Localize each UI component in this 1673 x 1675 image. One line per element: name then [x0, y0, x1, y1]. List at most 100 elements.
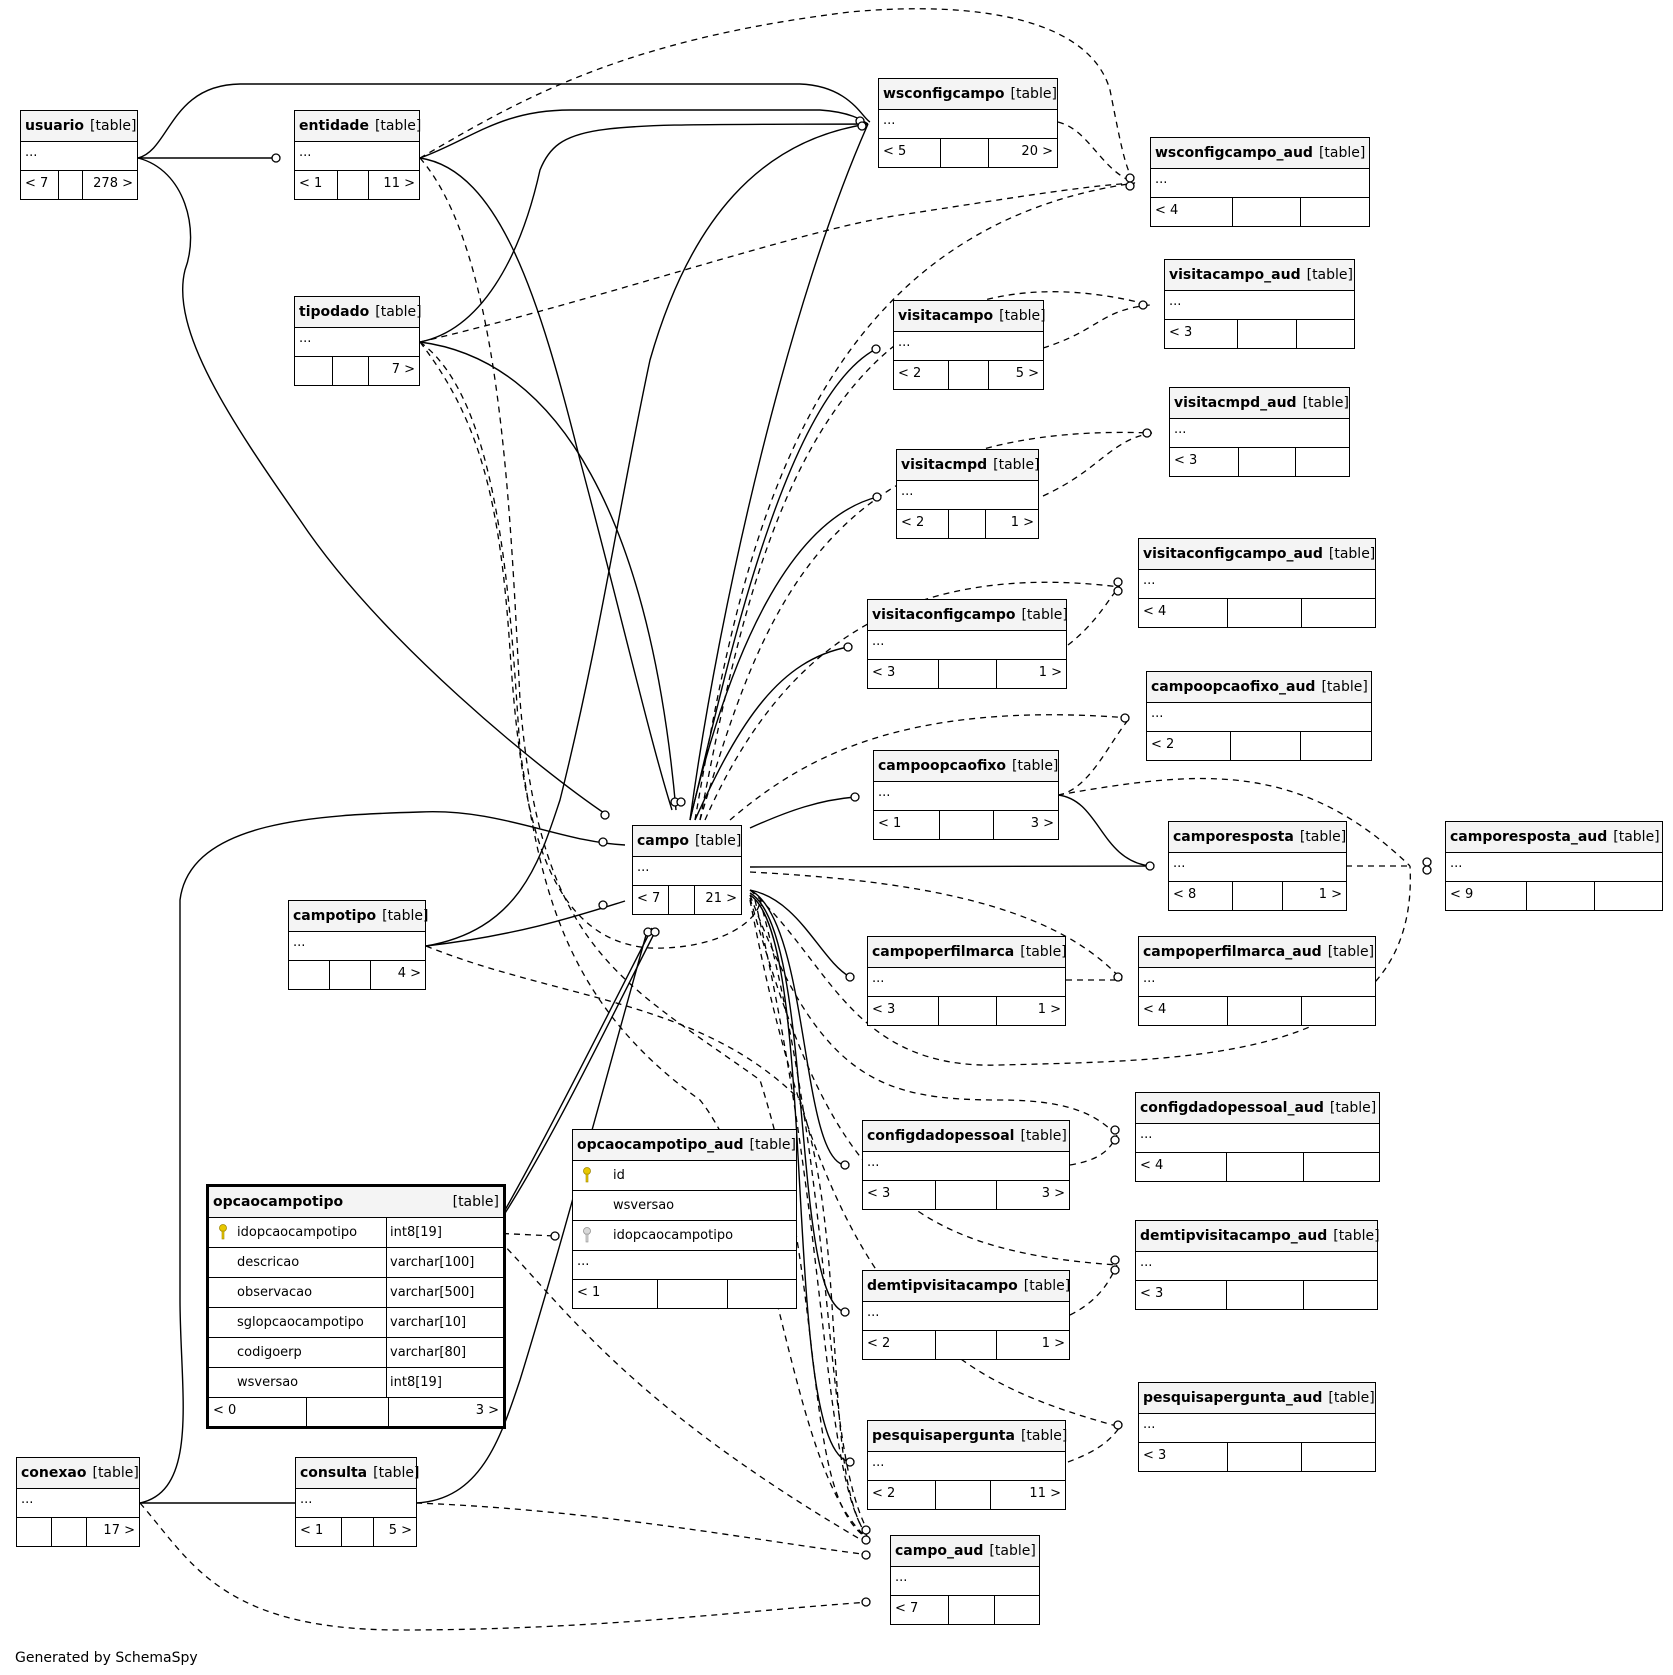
- parents-count[interactable]: < 4: [1136, 1153, 1227, 1181]
- children-count[interactable]: 11 >: [1029, 1486, 1061, 1501]
- parents-count[interactable]: < 7: [891, 1596, 949, 1624]
- table-wsconfigcampo-aud[interactable]: wsconfigcampo_aud[table] ... < 4: [1150, 137, 1370, 227]
- children-count[interactable]: 5 >: [388, 1523, 412, 1538]
- children-count[interactable]: [995, 1596, 1039, 1624]
- table-opcaocampotipo[interactable]: opcaocampotipo[table] idopcaocampotipo i…: [206, 1184, 506, 1429]
- column-row[interactable]: observacao varchar[500]: [209, 1278, 503, 1308]
- parents-count[interactable]: < 0: [209, 1398, 307, 1426]
- children-count[interactable]: 3 >: [475, 1403, 499, 1418]
- parents-count[interactable]: < 5: [879, 139, 941, 167]
- parents-count[interactable]: < 3: [1170, 448, 1239, 476]
- parents-count[interactable]: < 2: [1147, 732, 1231, 760]
- parents-count[interactable]: < 9: [1446, 882, 1527, 910]
- children-count[interactable]: 1 >: [1037, 1002, 1061, 1017]
- column-row[interactable]: descricao varchar[100]: [209, 1248, 503, 1278]
- parents-count[interactable]: < 2: [894, 361, 949, 389]
- children-count[interactable]: 3 >: [1030, 816, 1054, 831]
- table-demtipvisitacampo-aud[interactable]: demtipvisitacampo_aud[table] ... < 3: [1135, 1220, 1380, 1310]
- table-conexao[interactable]: conexao[table] ... 17 >: [16, 1457, 140, 1547]
- children-count[interactable]: [1301, 198, 1369, 226]
- children-count[interactable]: 1 >: [1318, 887, 1342, 902]
- children-count[interactable]: [1302, 599, 1375, 627]
- children-count[interactable]: 278 >: [93, 176, 133, 191]
- children-count[interactable]: [1302, 997, 1375, 1025]
- children-count[interactable]: [1296, 448, 1349, 476]
- parents-count[interactable]: < 8: [1169, 882, 1233, 910]
- table-visitacmpd-aud[interactable]: visitacmpd_aud[table] ... < 3: [1169, 387, 1350, 477]
- parents-count[interactable]: < 2: [868, 1481, 936, 1509]
- children-count[interactable]: 1 >: [1038, 665, 1062, 680]
- table-campoperfilmarca-aud[interactable]: campoperfilmarca_aud[table] ... < 4: [1138, 936, 1376, 1026]
- parents-count[interactable]: < 1: [874, 811, 940, 839]
- parents-count[interactable]: < 4: [1139, 599, 1228, 627]
- parents-count[interactable]: [295, 357, 333, 385]
- table-visitaconfigcampo-aud[interactable]: visitaconfigcampo_aud[table] ... < 4: [1138, 538, 1376, 628]
- column-row[interactable]: wsversao: [573, 1191, 796, 1221]
- children-count[interactable]: 4 >: [397, 966, 421, 981]
- column-row[interactable]: idopcaocampotipo: [573, 1221, 796, 1251]
- parents-count[interactable]: < 2: [863, 1331, 936, 1359]
- children-count[interactable]: [1304, 1153, 1379, 1181]
- parents-count[interactable]: < 1: [573, 1280, 658, 1308]
- table-pesquisapergunta-aud[interactable]: pesquisapergunta_aud[table] ... < 3: [1138, 1382, 1376, 1472]
- table-opcaocampotipo-aud[interactable]: opcaocampotipo_aud[table] id wsversao id…: [572, 1129, 797, 1309]
- children-count[interactable]: [1304, 1281, 1377, 1309]
- parents-count[interactable]: < 7: [21, 171, 59, 199]
- children-count[interactable]: 3 >: [1041, 1186, 1065, 1201]
- parents-count[interactable]: < 3: [1165, 320, 1238, 348]
- parents-count[interactable]: < 4: [1151, 198, 1233, 226]
- parents-count[interactable]: < 2: [897, 510, 949, 538]
- children-count[interactable]: 17 >: [103, 1523, 135, 1538]
- table-campotipo[interactable]: campotipo[table] ... 4 >: [288, 900, 429, 990]
- children-count[interactable]: 1 >: [1041, 1336, 1065, 1351]
- children-count[interactable]: [1302, 1443, 1375, 1471]
- children-count[interactable]: [1297, 320, 1354, 348]
- children-count[interactable]: [728, 1280, 796, 1308]
- parents-count[interactable]: < 3: [1139, 1443, 1228, 1471]
- parents-count[interactable]: < 3: [868, 660, 939, 688]
- children-count[interactable]: 7 >: [391, 362, 415, 377]
- table-configdadopessoal-aud[interactable]: configdadopessoal_aud[table] ... < 4: [1135, 1092, 1380, 1182]
- children-count[interactable]: [1595, 882, 1662, 910]
- column-row[interactable]: wsversao int8[19]: [209, 1368, 503, 1398]
- column-row[interactable]: idopcaocampotipo int8[19]: [209, 1218, 503, 1248]
- table-visitacampo-aud[interactable]: visitacampo_aud[table] ... < 3: [1164, 259, 1355, 349]
- parents-count[interactable]: < 3: [868, 997, 939, 1025]
- parents-count[interactable]: < 4: [1139, 997, 1228, 1025]
- children-count[interactable]: 20 >: [1021, 144, 1053, 159]
- column-row[interactable]: sglopcaocampotipo varchar[10]: [209, 1308, 503, 1338]
- children-count[interactable]: 21 >: [705, 891, 737, 906]
- column-row[interactable]: codigoerp varchar[80]: [209, 1338, 503, 1368]
- parents-count[interactable]: < 3: [1136, 1281, 1227, 1309]
- children-count[interactable]: 11 >: [383, 176, 415, 191]
- table-campo-aud[interactable]: campo_aud[table] ... < 7: [890, 1535, 1040, 1625]
- children-count[interactable]: 5 >: [1015, 366, 1039, 381]
- table-tipodado[interactable]: tipodado[table] ... 7 >: [294, 296, 422, 386]
- parents-count[interactable]: [17, 1518, 52, 1546]
- parents-count[interactable]: < 3: [863, 1181, 936, 1209]
- parents-count[interactable]: [289, 961, 330, 989]
- column-row[interactable]: id: [573, 1161, 796, 1191]
- table-camporesposta-aud[interactable]: camporesposta_aud[table] ... < 9: [1445, 821, 1663, 911]
- edge-dash-visitacmpd-visitacmpdaud: [1042, 432, 1153, 497]
- table-campoopcaofixo-aud[interactable]: campoopcaofixo_aud[table] ... < 2: [1146, 671, 1372, 761]
- children-count[interactable]: 1 >: [1010, 515, 1034, 530]
- parents-count[interactable]: < 1: [296, 1518, 342, 1546]
- parents-count[interactable]: < 7: [633, 886, 669, 914]
- children-count[interactable]: [1301, 732, 1371, 760]
- parents-count[interactable]: < 1: [295, 171, 338, 199]
